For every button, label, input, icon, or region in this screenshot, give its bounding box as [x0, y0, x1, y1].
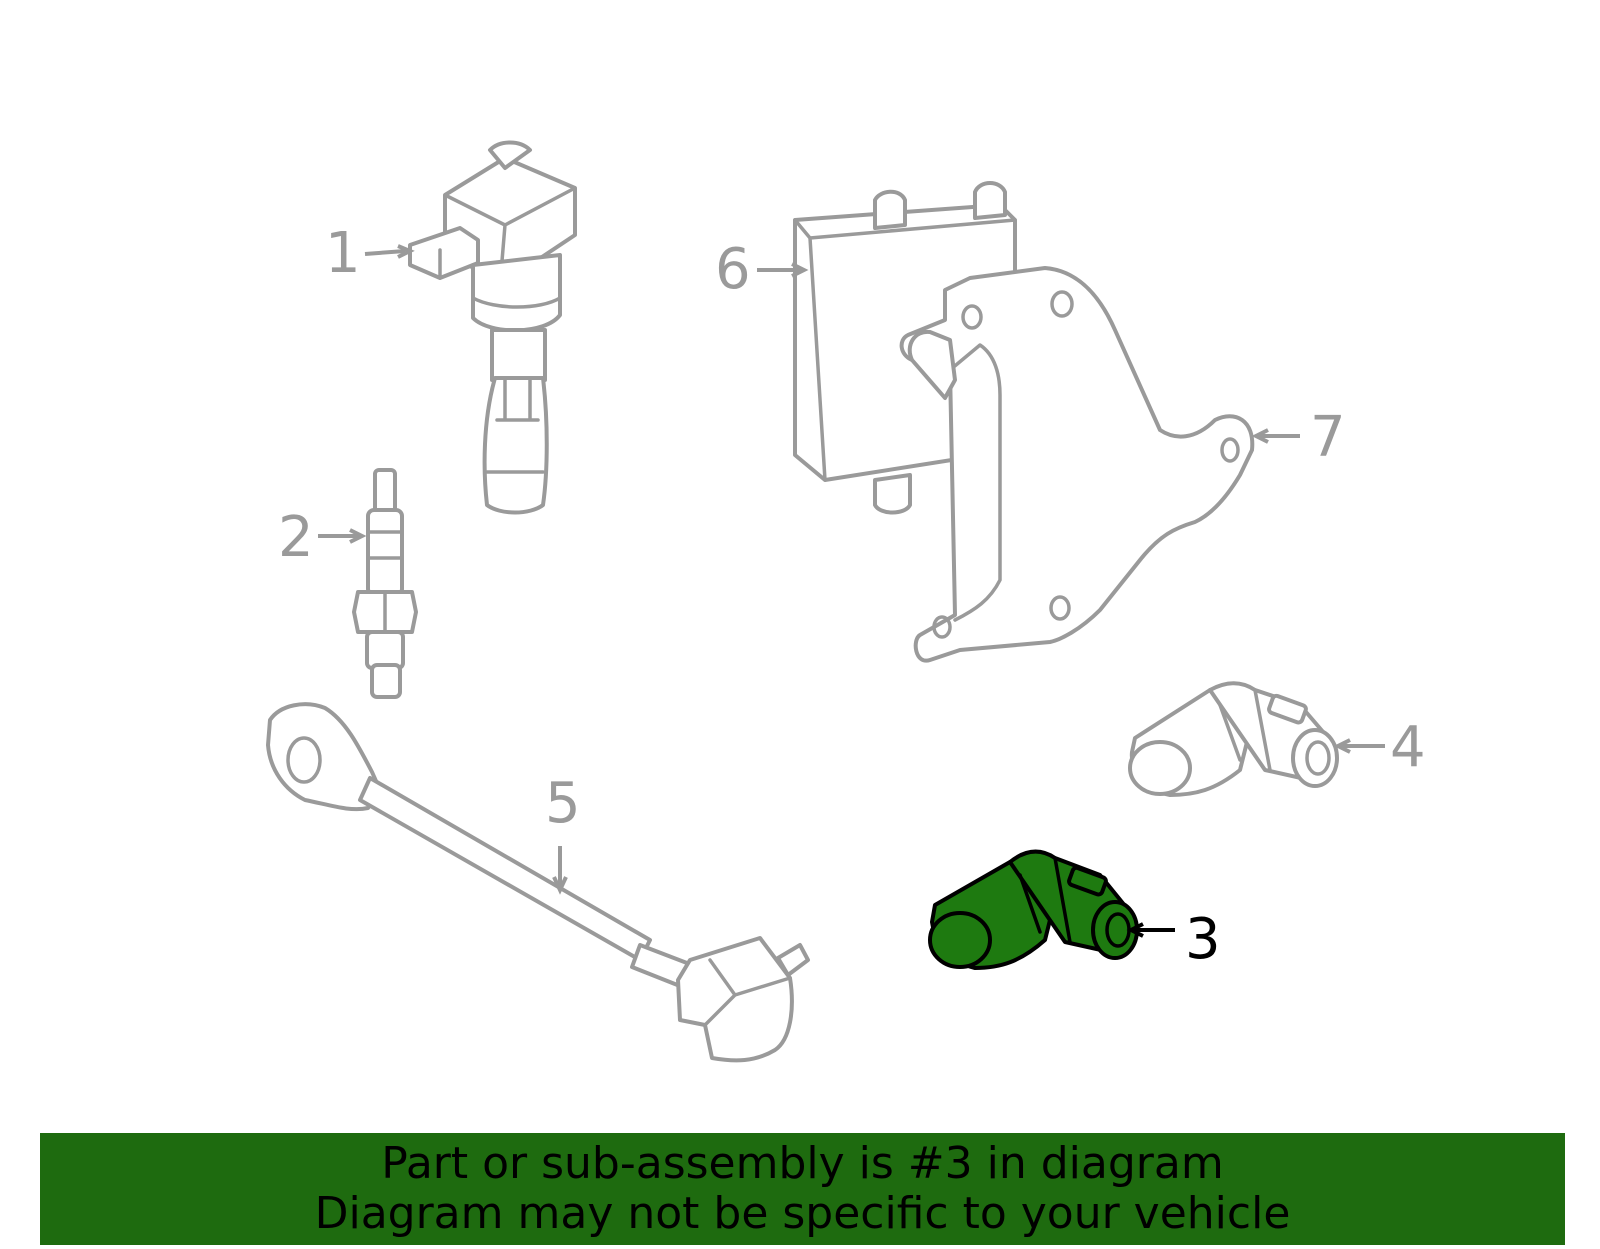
callout-5: 5	[545, 771, 581, 836]
part-4-sensor	[1128, 681, 1339, 797]
callout-4: 4	[1390, 715, 1426, 780]
banner-line-1: Part or sub-assembly is #3 in diagram	[381, 1138, 1224, 1189]
part-3-sensor-highlighted	[928, 849, 1139, 970]
callout-6: 6	[715, 237, 751, 302]
info-banner: Part or sub-assembly is #3 in diagram Di…	[40, 1133, 1565, 1245]
callout-1: 1	[325, 221, 361, 286]
part-2-spark-plug	[352, 468, 418, 699]
part-5-knock-sensor	[266, 702, 810, 1063]
callout-2: 2	[278, 505, 314, 570]
banner-line-2: Diagram may not be specific to your vehi…	[314, 1188, 1291, 1239]
part-7-bracket	[899, 266, 1255, 663]
part-1-ignition-coil	[408, 140, 577, 515]
callout-leaders	[318, 244, 1385, 938]
callout-3: 3	[1185, 907, 1221, 972]
callout-7: 7	[1310, 405, 1346, 470]
